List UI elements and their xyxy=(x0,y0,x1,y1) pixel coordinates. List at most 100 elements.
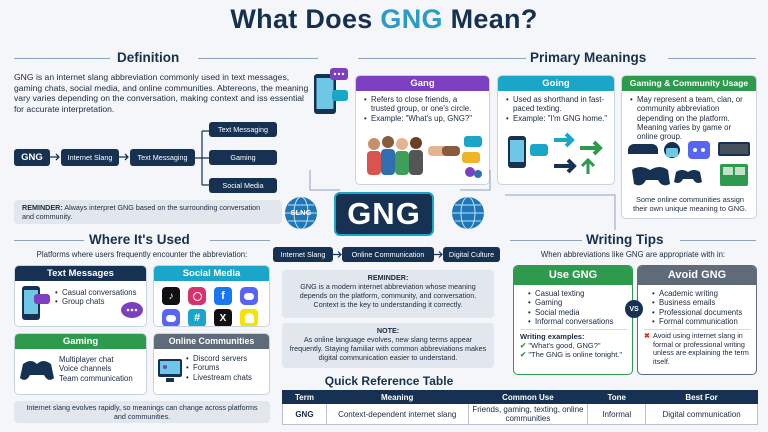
list-item: Professional documents xyxy=(652,308,751,318)
table-cell: Friends, gaming, texting, online communi… xyxy=(467,403,589,425)
branch-gaming: Gaming xyxy=(209,150,277,165)
divider xyxy=(680,240,756,241)
card-gaming-bullets: May represent a team, clan, or community… xyxy=(622,91,756,141)
arrow-icon xyxy=(434,251,443,258)
monitor-chat-icon xyxy=(158,359,182,382)
definition-heading: Definition xyxy=(117,50,180,65)
arrow-icon xyxy=(50,153,60,161)
text-messages-list: Casual conversations Group chats xyxy=(55,288,137,307)
center-logo: GNG xyxy=(334,192,434,236)
list-item: ✔ "The GNG is online tonight." xyxy=(520,350,623,360)
card-gaming: Gaming Multiplayer chat Voice channels T… xyxy=(14,333,147,395)
tiktok-icon: ♪ xyxy=(162,287,180,305)
divider xyxy=(358,58,526,59)
card-gaming-community: Gaming & Community Usage May represent a… xyxy=(621,75,757,219)
online-communities-list: Discord servers Forums Livestream chats xyxy=(186,354,252,382)
list-item: Livestream chats xyxy=(186,373,252,383)
instagram-icon xyxy=(188,287,206,305)
list-item: Refers to close friends, a trusted group… xyxy=(364,95,483,114)
hashtag-icon: # xyxy=(188,309,206,326)
use-gng-title: Use GNG xyxy=(514,266,632,285)
list-item: Informal conversations xyxy=(528,317,627,327)
column-header: Best For xyxy=(645,390,758,404)
card-gang: Gang Refers to close friends, a trusted … xyxy=(355,75,490,185)
list-item: Business emails xyxy=(652,298,751,308)
center-flow-online-communication: Online Communication xyxy=(342,247,434,262)
discord-icon xyxy=(240,287,258,305)
card-gang-title: Gang xyxy=(356,76,489,91)
list-item: ✔ "What's good, GNG?" xyxy=(520,341,601,351)
right-connector xyxy=(505,194,616,230)
list-item: Forums xyxy=(186,363,252,373)
x-icon: X xyxy=(214,309,232,326)
column-header: Term xyxy=(282,390,327,404)
facebook-icon: f xyxy=(214,287,232,305)
definition-text: GNG is an internet slang abbreviation co… xyxy=(14,72,309,114)
column-header: Common Use xyxy=(467,390,589,404)
card-social-media: Social Media ♪ f # X xyxy=(153,265,270,327)
table-cell: Informal xyxy=(587,403,647,425)
globe-network-icon xyxy=(452,196,484,230)
card-going-bullets: Used as shorthand in fast-paced texting.… xyxy=(498,91,614,123)
page-title: What Does GNG Mean? xyxy=(230,4,538,34)
globe-icon xyxy=(285,196,317,230)
list-item: Social media xyxy=(528,308,627,318)
card-text-messages-title: Text Messages xyxy=(15,266,146,281)
table-heading: Quick Reference Table xyxy=(324,374,454,388)
quick-reference-table: Term Meaning Common Use Tone Best For GN… xyxy=(282,390,758,425)
divider xyxy=(14,240,84,241)
card-going: Going Used as shorthand in fast-paced te… xyxy=(497,75,615,185)
list-item: Used as shorthand in fast-paced texting. xyxy=(506,95,609,114)
list-item: Gaming xyxy=(528,298,627,308)
flow-text-messaging: Text Messaging xyxy=(130,149,195,166)
column-header: Meaning xyxy=(325,390,469,404)
table-row: GNG Context-dependent internet slang Fri… xyxy=(282,403,758,425)
arrow-icon xyxy=(333,251,342,258)
divider xyxy=(510,240,582,241)
x-mark-icon: ✖ xyxy=(644,331,651,341)
list-item: Casual conversations xyxy=(55,288,137,298)
table-cell: Digital communication xyxy=(645,403,758,425)
where-footer: Internet slang evolves rapidly, so meani… xyxy=(14,401,270,423)
list-item: Voice channels xyxy=(59,364,112,374)
card-gaming-where-title: Gaming xyxy=(15,334,146,349)
branch-social-media: Social Media xyxy=(209,178,277,193)
center-connectors xyxy=(309,170,491,191)
phone-icon xyxy=(314,68,348,114)
list-item: Discord servers xyxy=(186,354,252,364)
definition-reminder: REMINDER: Always interpret GNG based on … xyxy=(14,200,282,224)
avoid-gng-list: Academic writing Business emails Profess… xyxy=(638,285,756,326)
vs-badge: VS xyxy=(625,300,643,318)
primary-heading: Primary Meanings xyxy=(530,50,647,65)
tips-subtitle: When abbreviations like GNG are appropri… xyxy=(540,250,726,259)
list-item: Formal communication xyxy=(652,317,751,327)
divider xyxy=(668,58,756,59)
tips-heading: Writing Tips xyxy=(586,232,664,247)
list-item: Example: "I'm GNG home." xyxy=(506,114,609,124)
list-item: May represent a team, clan, or community… xyxy=(630,95,751,141)
arrow-icon xyxy=(119,153,129,161)
table-header-row: Term Meaning Common Use Tone Best For xyxy=(282,390,758,404)
texting-arrows-icon xyxy=(508,132,603,174)
globe-label: SLNG xyxy=(290,208,312,217)
where-heading: Where It's Used xyxy=(89,232,190,247)
card-gaming-title: Gaming & Community Usage xyxy=(622,76,756,91)
list-item: Casual texting xyxy=(528,289,627,299)
controller-icon xyxy=(20,361,54,380)
branch-connector xyxy=(195,130,210,186)
card-gaming-caption: Some online communities assign their own… xyxy=(633,195,747,213)
discord-icon xyxy=(162,309,180,326)
divider xyxy=(198,58,318,59)
flow-internet-slang: Internet Slang xyxy=(61,149,119,166)
center-reminder: REMINDER: GNG is a modern internet abbre… xyxy=(282,270,494,318)
gaming-devices-icon xyxy=(628,141,750,186)
list-item: Multiplayer chat xyxy=(59,355,114,364)
friends-group-icon xyxy=(367,136,482,178)
avoid-gng-title: Avoid GNG xyxy=(638,266,756,285)
card-social-media-title: Social Media xyxy=(154,266,269,281)
use-gng-list: Casual texting Gaming Social media Infor… xyxy=(514,285,632,326)
gaming-lines: Multiplayer chat Voice channels Team com… xyxy=(59,355,133,383)
where-subtitle: Platforms where users frequently encount… xyxy=(36,250,248,259)
card-text-messages: Text Messages Casual conversations Group… xyxy=(14,265,147,327)
center-flow-digital-culture: Digital Culture xyxy=(443,247,500,262)
